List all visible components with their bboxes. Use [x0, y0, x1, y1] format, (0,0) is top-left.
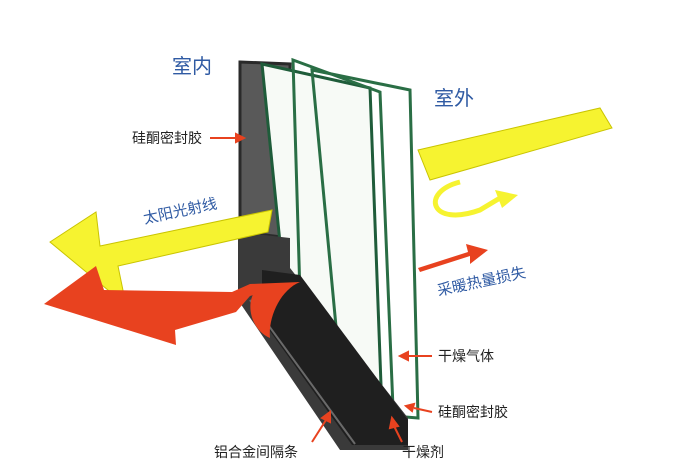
indoor-label: 室内 — [172, 54, 212, 78]
label-pointers — [210, 132, 433, 443]
red-curl — [250, 282, 300, 338]
yellow-arrow-outer — [417, 107, 613, 181]
sealant-top-label: 硅酮密封胶 — [132, 131, 202, 147]
outdoor-label: 室外 — [434, 86, 474, 110]
spacer-label: 铝合金间隔条 — [214, 445, 298, 461]
sealant-bottom-label: 硅酮密封胶 — [438, 405, 508, 421]
spacer-inner — [262, 270, 408, 445]
yellow-curl-arrow — [432, 179, 502, 218]
dry-gas-label: 干燥气体 — [438, 349, 494, 365]
desiccant-label: 干燥剂 — [402, 445, 444, 461]
red-arrow-heat-loss — [44, 266, 300, 345]
red-arrow-outside — [418, 244, 488, 272]
